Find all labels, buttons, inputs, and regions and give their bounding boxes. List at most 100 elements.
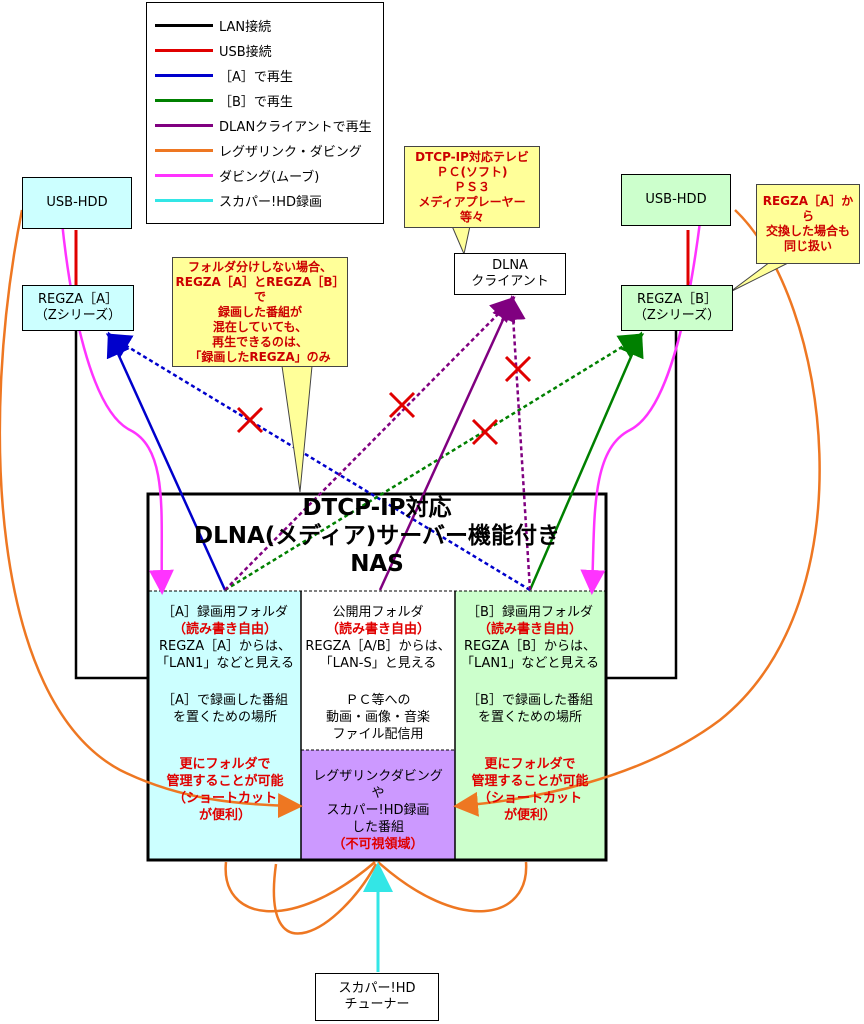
invisible-line: や xyxy=(371,786,385,801)
folder-note-line: 「録画したREGZA」のみ xyxy=(189,349,331,364)
legend-swatch xyxy=(155,198,213,202)
invisible-line: レグザリンクダビング xyxy=(313,769,443,784)
dlna-client: DLNA クライアント xyxy=(454,253,566,295)
folder-b-note: が便利） xyxy=(503,808,556,823)
tuner: スカパー!HD チューナー xyxy=(315,973,439,1021)
invisible-line: した番組 xyxy=(351,820,404,835)
play-a-arrows xyxy=(105,331,531,592)
legend-item: LAN接続 xyxy=(155,15,271,35)
legend-swatch xyxy=(155,23,213,27)
legend-label: DLANクライアントで再生 xyxy=(219,119,372,135)
folder-b-seen: REGZA［B］からは、 xyxy=(463,639,597,654)
legend-label: USB接続 xyxy=(219,44,272,60)
legend-item: ダビング(ムーブ) xyxy=(155,165,319,185)
invisible-area xyxy=(301,750,455,859)
folder-b-purpose: を置くための場所 xyxy=(477,710,582,725)
folder-a-area xyxy=(149,591,301,859)
legend-swatch xyxy=(155,123,213,127)
public-folder-purpose: ＰＣ等への xyxy=(345,693,411,708)
legend-swatch xyxy=(155,173,213,177)
folder-note-line: 録画した番組が xyxy=(217,304,302,319)
folder-b-area xyxy=(455,591,605,859)
regza-a-name: REGZA［A］ xyxy=(37,292,118,307)
folder-note-line: フォルダ分けしない場合、 xyxy=(187,259,332,274)
dtcp-tv-line: ＰＣ(ソフト) xyxy=(436,164,508,179)
regza-b-note-line: 同じ扱い xyxy=(783,239,832,253)
regza-b-note-line: 交換した場合も xyxy=(765,224,850,238)
public-folder-access: （読み書き自由） xyxy=(325,622,430,637)
public-folder: 公開用フォルダ （読み書き自由） REGZA［A/B］からは、 「LAN-S」と… xyxy=(302,604,454,743)
usb-connections xyxy=(74,230,690,285)
folder-note-line: 混在していても、 xyxy=(212,319,308,334)
folder-a-seen: REGZA［A］からは、 xyxy=(158,639,291,654)
legend-swatch xyxy=(155,98,213,102)
nas-title-line: DTCP-IP対応 xyxy=(302,495,452,521)
folder-a-access: （読み書き自由） xyxy=(172,622,277,637)
public-folder-name: 公開用フォルダ xyxy=(332,605,424,620)
legend-label: LAN接続 xyxy=(219,19,272,35)
usb-hdd-b: USB-HDD xyxy=(621,174,731,226)
dlna-client-line2: クライアント xyxy=(471,274,549,289)
public-folder-purpose: 動画・画像・音楽 xyxy=(325,710,430,725)
tuner-line2: チューナー xyxy=(344,997,410,1012)
dtcp-tv-pointer xyxy=(451,225,471,256)
regza-b-series: （Zシリーズ） xyxy=(633,308,721,323)
legend-item: レグザリンク・ダビング xyxy=(155,140,362,160)
folder-a-purpose: ［A］で録画した番組 xyxy=(162,693,288,708)
invisible-note: （不可視領域） xyxy=(332,837,424,852)
usb-hdd-a-label: USB-HDD xyxy=(46,195,108,210)
dtcp-tv-line: 等々 xyxy=(459,209,484,224)
play-b-arrows xyxy=(224,331,645,592)
dtcp-tv-line: ＰＳ３ xyxy=(453,179,490,194)
dtcp-tv-callout: DTCP-IP対応テレビ ＰＣ(ソフト) ＰＳ３ メディアプレーヤー 等々 xyxy=(404,146,540,228)
legend-swatch xyxy=(155,148,213,152)
legend-label: ［A］で再生 xyxy=(219,69,293,85)
legend-item: DLANクライアントで再生 xyxy=(155,115,372,135)
regza-link-arrows xyxy=(0,209,821,935)
folder-b-name: ［B］録画用フォルダ xyxy=(467,605,593,620)
folder-a-seen: 「LAN1」などと見える xyxy=(155,656,295,671)
dtcp-tv-line: メディアプレーヤー xyxy=(418,194,526,209)
legend-label: レグザリンク・ダビング xyxy=(219,144,362,160)
nas-title: DTCP-IP対応 DLNA(メディア)サーバー機能付き NAS xyxy=(148,494,606,578)
legend-item: ［A］で再生 xyxy=(155,65,293,85)
invisible-line: スカパー!HD録画 xyxy=(326,803,430,818)
legend-item: ［B］で再生 xyxy=(155,90,293,110)
folder-b-note: 管理することが可能 xyxy=(471,774,589,789)
regza-b-note-line: REGZA［A］から xyxy=(762,194,854,223)
legend-label: ダビング(ムーブ) xyxy=(219,169,320,185)
public-folder-purpose: ファイル配信用 xyxy=(332,727,424,742)
folder-a-note: 管理することが可能 xyxy=(166,774,284,789)
folder-note-line: REGZA［A］とREGZA［B］で xyxy=(175,274,345,304)
dlna-play-arrows xyxy=(224,295,532,591)
invisible-folder: レグザリンクダビング や スカパー!HD録画 した番組 （不可視領域） xyxy=(302,768,454,853)
legend-swatch xyxy=(155,48,213,52)
regza-a-series: （Zシリーズ） xyxy=(34,308,122,323)
legend-label: スカパー!HD録画 xyxy=(219,194,322,210)
legend-item: スカパー!HD録画 xyxy=(155,190,322,210)
regza-b-note-callout: REGZA［A］から 交換した場合も 同じ扱い xyxy=(756,184,860,264)
folder-a-name: ［A］録画用フォルダ xyxy=(162,605,288,620)
folder-b-seen: 「LAN1」などと見える xyxy=(460,656,600,671)
public-folder-seen: 「LAN-S」と見える xyxy=(319,656,437,671)
dlna-client-line1: DLNA xyxy=(492,258,528,273)
folder-b-access: （読み書き自由） xyxy=(477,622,582,637)
folder-a-note: 更にフォルダで xyxy=(179,757,271,772)
folder-b-note: 更にフォルダで xyxy=(484,757,576,772)
folder-a-note: が便利） xyxy=(198,808,251,823)
public-folder-seen: REGZA［A/B］からは、 xyxy=(305,639,451,654)
legend-swatch xyxy=(155,73,213,77)
tuner-line1: スカパー!HD xyxy=(338,981,416,996)
folder-note-line: 再生できるのは、 xyxy=(212,334,308,349)
folder-a-purpose: を置くための場所 xyxy=(172,710,277,725)
folder-note-callout: フォルダ分けしない場合、 REGZA［A］とREGZA［B］で 録画した番組が … xyxy=(172,257,348,367)
folder-b-purpose: ［B］で録画した番組 xyxy=(467,693,593,708)
usb-hdd-b-label: USB-HDD xyxy=(645,192,707,207)
legend-item: USB接続 xyxy=(155,40,272,60)
lan-connections xyxy=(74,330,678,680)
nas-title-line: DLNA(メディア)サーバー機能付き xyxy=(194,523,560,549)
regza-b: REGZA［B］ （Zシリーズ） xyxy=(621,285,733,331)
folder-a: ［A］録画用フォルダ （読み書き自由） REGZA［A］からは、 「LAN1」な… xyxy=(150,604,300,824)
regza-b-name: REGZA［B］ xyxy=(636,292,718,307)
